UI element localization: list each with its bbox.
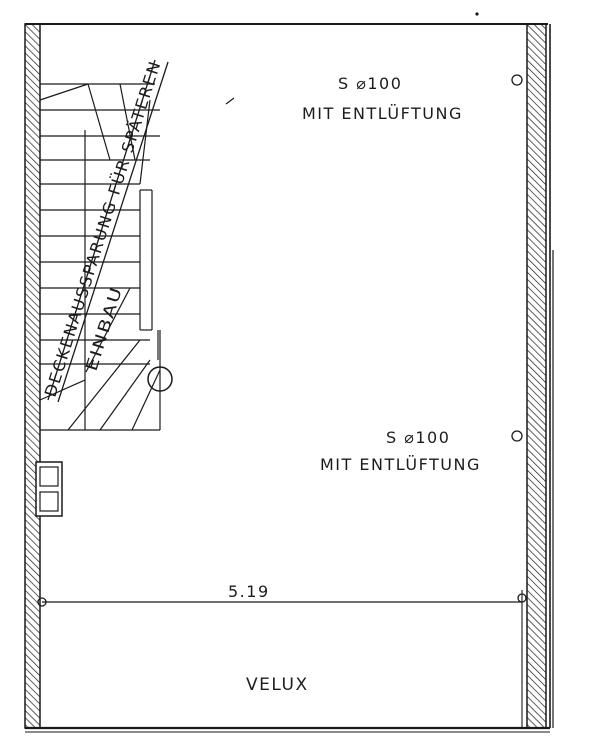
dimension-value: 5.19 — [228, 582, 270, 601]
right-wall — [526, 23, 547, 729]
pipe-1-size: S ⌀100 — [338, 74, 402, 93]
dimension-line — [37, 590, 527, 728]
ink-speck — [475, 12, 479, 16]
pipe-2-note: MIT ENTLÜFTUNG — [320, 455, 481, 474]
staircase — [39, 83, 161, 431]
pipe-marker-2 — [511, 430, 523, 442]
pipe-1-note: MIT ENTLÜFTUNG — [302, 104, 463, 123]
newel-post — [147, 366, 173, 392]
skylight-label: VELUX — [246, 675, 309, 695]
pipe-marker-1 — [511, 74, 523, 86]
left-wall-window — [35, 461, 63, 517]
left-wall — [24, 23, 41, 729]
pipe-2-size: S ⌀100 — [386, 428, 450, 447]
arrow-mark — [225, 97, 235, 105]
